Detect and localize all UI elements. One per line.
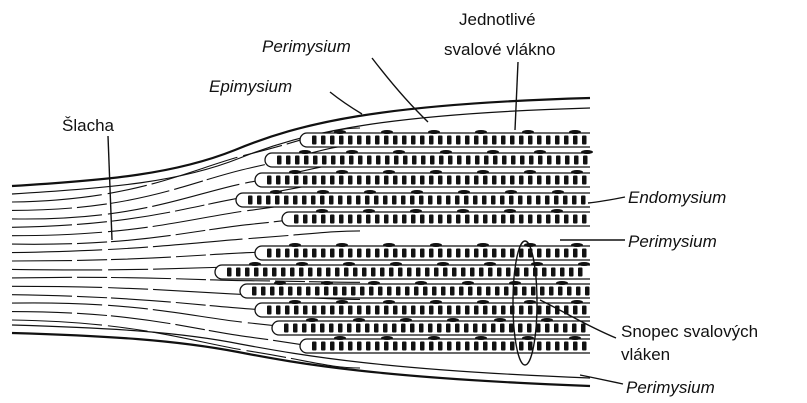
label-perimysium-bottom: Perimysium xyxy=(626,378,715,397)
muscle-fiber xyxy=(255,300,590,317)
leader-single-fiber xyxy=(515,62,518,130)
label-perimysium-top: Perimysium xyxy=(262,37,351,56)
muscle-fiber xyxy=(282,209,590,226)
muscle-fiber xyxy=(300,130,590,147)
label-single-fiber-line2: svalové vlákno xyxy=(444,40,556,59)
muscle-fiber xyxy=(236,190,590,207)
muscle-fiber xyxy=(272,318,590,335)
label-epimysium: Epimysium xyxy=(209,77,292,96)
muscle-fiber xyxy=(255,243,590,260)
label-fascicle-line1: Snopec svalových xyxy=(621,322,758,341)
label-fascicle-line2: vláken xyxy=(621,345,670,364)
label-perimysium-mid: Perimysium xyxy=(628,232,717,251)
muscle-fiber xyxy=(255,170,590,187)
muscle-fiber xyxy=(300,336,590,353)
label-single-fiber-line1: Jednotlivé xyxy=(459,10,536,29)
label-tendon: Šlacha xyxy=(62,116,115,135)
leader-tendon xyxy=(108,136,112,240)
leader-perimysium-bottom xyxy=(580,375,623,384)
muscle-fiber xyxy=(265,150,593,167)
leader-endomysium xyxy=(588,197,625,203)
leader-epimysium xyxy=(330,92,362,114)
label-endomysium: Endomysium xyxy=(628,188,726,207)
